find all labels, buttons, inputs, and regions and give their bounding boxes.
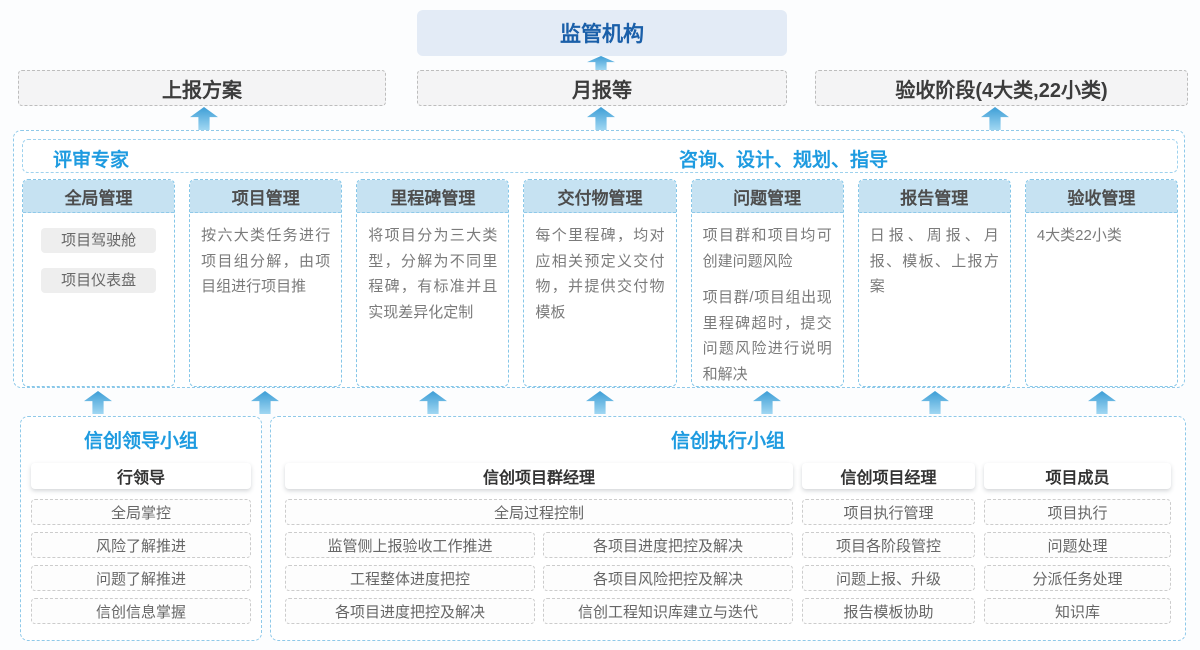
project-dashboard-chip: 项目仪表盘 [41,268,157,293]
project-member-group: 项目成员 项目执行 问题处理 分派任务处理 知识库 [984,463,1171,631]
project-cockpit-chip: 项目驾驶舱 [41,228,157,253]
duty-item: 全局过程控制 [285,499,793,525]
column-body: 项目驾驶舱 项目仪表盘 [23,213,174,318]
duty-item: 问题处理 [984,532,1171,558]
role-project-member: 项目成员 [984,463,1171,489]
up-arrow-icon [753,391,781,414]
project-manager-group: 信创项目经理 项目执行管理 项目各阶段管控 问题上报、升级 报告模板协助 [802,463,975,631]
duty-item: 项目执行 [984,499,1171,525]
up-arrow-icon [419,391,447,414]
up-arrow-icon [587,56,615,70]
column-project-management: 项目管理 按六大类任务进行项目组分解，由项目组进行项目推 [189,179,343,387]
column-acceptance-management: 验收管理 4大类22小类 [1024,179,1178,387]
column-body: 日报、周报、月报、模板、上报方案 [859,213,1010,321]
duty-item: 全局掌控 [31,499,251,525]
channel-label: 验收阶段(4大类,22小类) [895,79,1108,102]
program-manager-duties: 监管侧上报验收工作推进 各项目进度把控及解决 工程整体进度把控 各项目风险把控及… [285,532,793,631]
up-arrow-icon [1088,391,1116,414]
execution-group-panel: 信创执行小组 信创项目群经理 全局过程控制 监管侧上报验收工作推进 各项目进度把… [270,416,1186,641]
advisory-label: 咨询、设计、规划、指导 [679,150,889,171]
up-arrow-icon [587,107,615,130]
channel-label: 上报方案 [162,79,242,102]
up-arrow-icon [921,391,949,414]
column-deliverable-management: 交付物管理 每个里程碑，均对应相关预定义交付物，并提供交付物模板 [523,179,677,387]
up-arrow-icon [251,391,279,414]
duty-item: 项目各阶段管控 [802,532,975,558]
channel-report-plan: 上报方案 [18,70,386,106]
column-text: 日报、周报、月报、模板、上报方案 [869,227,999,295]
leadership-group-panel: 信创领导小组 行领导 全局掌控 风险了解推进 问题了解推进 信创信息掌握 [20,416,262,641]
duty-item: 分派任务处理 [984,565,1171,591]
column-body: 按六大类任务进行项目组分解，由项目组进行项目推 [190,213,341,321]
column-report-management: 报告管理 日报、周报、月报、模板、上报方案 [857,179,1011,387]
channel-label: 月报等 [572,79,632,102]
up-arrow-icon [586,391,614,414]
duty-item: 报告模板协助 [802,598,975,624]
duty-item: 各项目进度把控及解决 [543,532,793,558]
program-manager-group: 信创项目群经理 全局过程控制 监管侧上报验收工作推进 各项目进度把控及解决 工程… [285,463,793,631]
column-title: 报告管理 [858,180,1010,213]
column-title: 问题管理 [691,180,843,213]
column-title: 交付物管理 [524,180,676,213]
column-title: 全局管理 [23,180,175,213]
management-columns: 全局管理 项目驾驶舱 项目仪表盘 项目管理 按六大类任务进行项目组分解，由项目组… [22,179,1178,387]
up-arrow-icon [84,391,112,414]
duty-item: 风险了解推进 [31,532,251,558]
column-text: 项目群/项目组出现里程碑超时，提交问题风险进行说明和解决 [702,289,832,383]
column-title: 验收管理 [1025,180,1177,213]
up-arrow-icon [190,107,218,130]
column-text: 每个里程碑，均对应相关预定义交付物，并提供交付物模板 [535,227,665,321]
duty-item: 工程整体进度把控 [285,565,535,591]
channel-acceptance-phase: 验收阶段(4大类,22小类) [815,70,1188,106]
execution-group-body: 信创项目群经理 全局过程控制 监管侧上报验收工作推进 各项目进度把控及解决 工程… [271,463,1185,631]
duty-item: 问题上报、升级 [802,565,975,591]
regulator-label: 监管机构 [560,23,644,46]
management-panel: 评审专家 咨询、设计、规划、指导 全局管理 项目驾驶舱 项目仪表盘 项目管理 按… [13,130,1185,388]
duty-item: 项目执行管理 [802,499,975,525]
regulator-box: 监管机构 [417,10,787,56]
duty-item: 信创工程知识库建立与迭代 [543,598,793,624]
column-text: 项目群和项目均可创建问题风险 [702,227,832,270]
column-text: 按六大类任务进行项目组分解，由项目组进行项目推 [201,227,331,295]
column-text: 4大类22小类 [1036,227,1122,244]
column-global-management: 全局管理 项目驾驶舱 项目仪表盘 [22,179,176,387]
duty-item: 监管侧上报验收工作推进 [285,532,535,558]
duty-item: 信创信息掌握 [31,598,251,624]
role-project-manager: 信创项目经理 [802,463,975,489]
role-program-manager: 信创项目群经理 [285,463,793,489]
duty-item: 知识库 [984,598,1171,624]
column-body: 项目群和项目均可创建问题风险 项目群/项目组出现里程碑超时，提交问题风险进行说明… [692,213,843,386]
column-milestone-management: 里程碑管理 将项目分为三大类型，分解为不同里程碑，有标准并且实现差异化定制 [356,179,510,387]
duty-item: 各项目进度把控及解决 [285,598,535,624]
leadership-group-body: 行领导 全局掌控 风险了解推进 问题了解推进 信创信息掌握 [21,463,261,624]
column-body: 4大类22小类 [1026,213,1177,270]
column-text: 将项目分为三大类型，分解为不同里程碑，有标准并且实现差异化定制 [368,227,498,321]
expert-label: 评审专家 [53,150,130,171]
column-title: 里程碑管理 [357,180,509,213]
column-body: 每个里程碑，均对应相关预定义交付物，并提供交付物模板 [524,213,675,346]
duty-item: 各项目风险把控及解决 [543,565,793,591]
up-arrow-icon [981,107,1009,130]
leadership-group-title: 信创领导小组 [83,431,198,452]
advisory-strip: 评审专家 咨询、设计、规划、指导 [22,139,1178,173]
duty-item: 问题了解推进 [31,565,251,591]
channel-monthly-report: 月报等 [417,70,787,106]
column-title: 项目管理 [190,180,342,213]
role-bank-leader: 行领导 [31,463,251,489]
execution-group-title: 信创执行小组 [670,431,785,452]
column-body: 将项目分为三大类型，分解为不同里程碑，有标准并且实现差异化定制 [357,213,508,346]
column-issue-management: 问题管理 项目群和项目均可创建问题风险 项目群/项目组出现里程碑超时，提交问题风… [690,179,844,387]
